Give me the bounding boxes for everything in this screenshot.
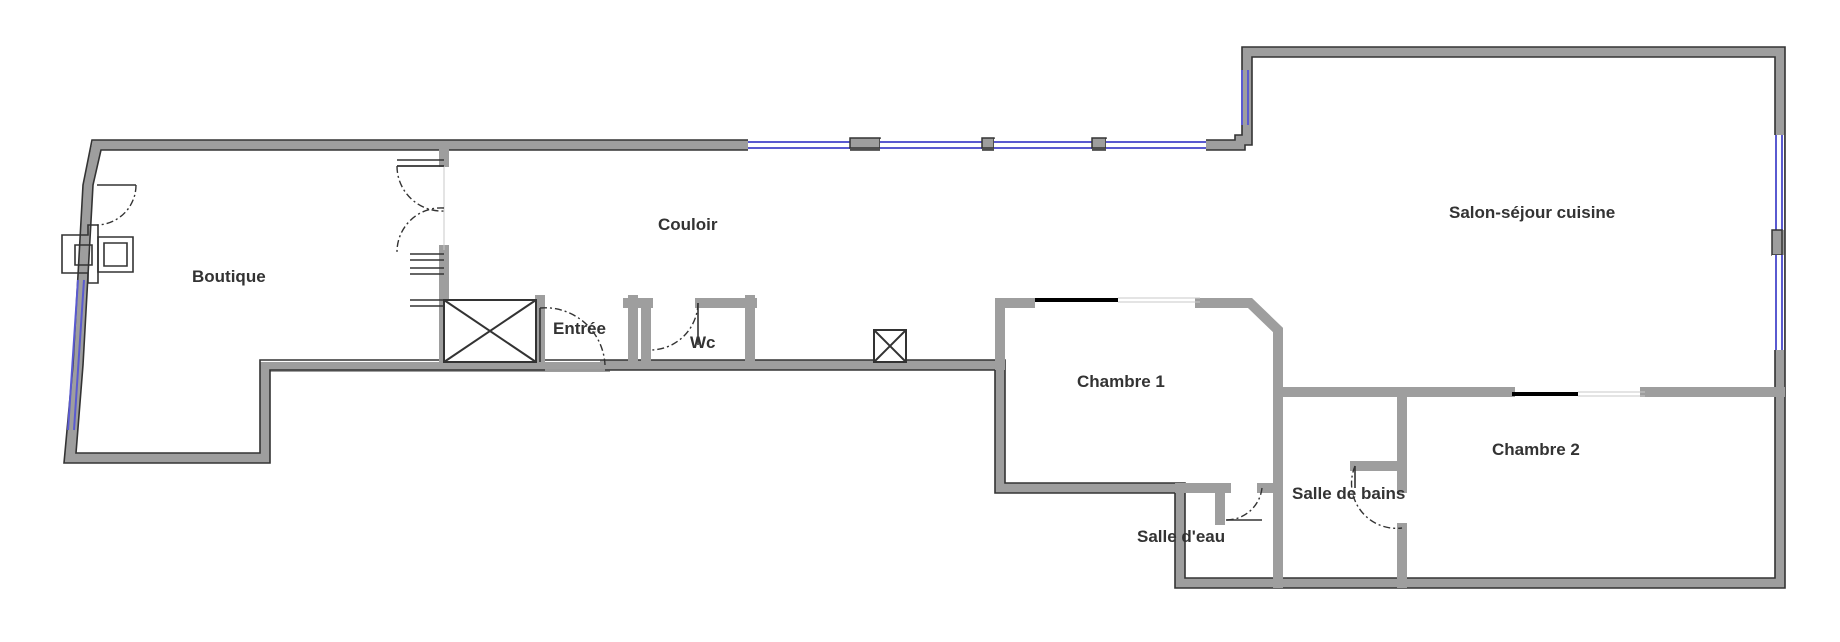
window-pier-2 [981, 137, 995, 149]
door-swing-sdb [1350, 465, 1403, 530]
label-boutique: Boutique [192, 267, 266, 286]
door-swing-wc [651, 302, 699, 351]
window-salon-right-1 [1775, 135, 1783, 230]
boutique-bay [61, 224, 99, 284]
window-couloir-2 [880, 141, 982, 149]
openings [443, 166, 1645, 397]
window-couloir-2-bg [880, 139, 982, 151]
jamb-3 [410, 267, 444, 275]
label-salle-deau: Salle d'eau [1137, 527, 1225, 546]
label-entree: Entrée [553, 319, 606, 338]
boutique-bay-box [97, 236, 134, 273]
jamb-1 [397, 159, 444, 167]
jamb-2 [410, 253, 444, 261]
label-couloir: Couloir [658, 215, 718, 234]
windows [61, 70, 1784, 431]
label-salle-de-bains: Salle de bains [1292, 484, 1405, 503]
door-swing-entree [539, 307, 606, 366]
opening-chambre1 [1118, 297, 1200, 303]
outer-wall-inner-outline [75, 56, 1776, 579]
boutique-bay-inner [74, 244, 93, 266]
window-boutique-left [67, 279, 85, 431]
window-couloir-1 [748, 141, 850, 149]
window-salon-left [1241, 70, 1249, 125]
window-salon-right-2 [1775, 255, 1783, 350]
outer-wall [64, 47, 1785, 588]
door-swing-boutique-3 [396, 207, 445, 253]
window-couloir-4 [1106, 141, 1206, 149]
window-pier-3 [1091, 137, 1107, 149]
shaft-small-cross [873, 329, 907, 363]
door-swing-boutique-1 [96, 184, 137, 226]
window-pier-1 [849, 137, 881, 149]
outer-wall-outline [63, 46, 1786, 589]
label-salon: Salon-séjour cuisine [1449, 203, 1615, 222]
window-couloir-3-bg [994, 139, 1092, 151]
door-swing-boutique-2 [396, 165, 445, 212]
window-couloir-3 [994, 141, 1092, 149]
label-wc: Wc [690, 333, 716, 352]
walls [63, 46, 1786, 589]
shaft-large-cross [443, 299, 537, 363]
window-couloir-1-bg [748, 139, 850, 151]
doors [96, 165, 1403, 530]
opening-chambre2 [1578, 391, 1645, 397]
label-chambre2: Chambre 2 [1492, 440, 1580, 459]
label-chambre1: Chambre 1 [1077, 372, 1165, 391]
window-salon-pier [1771, 229, 1783, 256]
room-labels: Boutique Couloir Entrée Wc Salon-séjour … [192, 203, 1615, 546]
door-swing-salle-deau [1225, 487, 1263, 521]
chambre1-wall-top-right [1195, 298, 1283, 397]
window-couloir-4-bg [1106, 139, 1206, 151]
jamb-4 [410, 299, 444, 307]
ducts [443, 299, 907, 363]
boutique-bay-box-inner [103, 242, 128, 267]
